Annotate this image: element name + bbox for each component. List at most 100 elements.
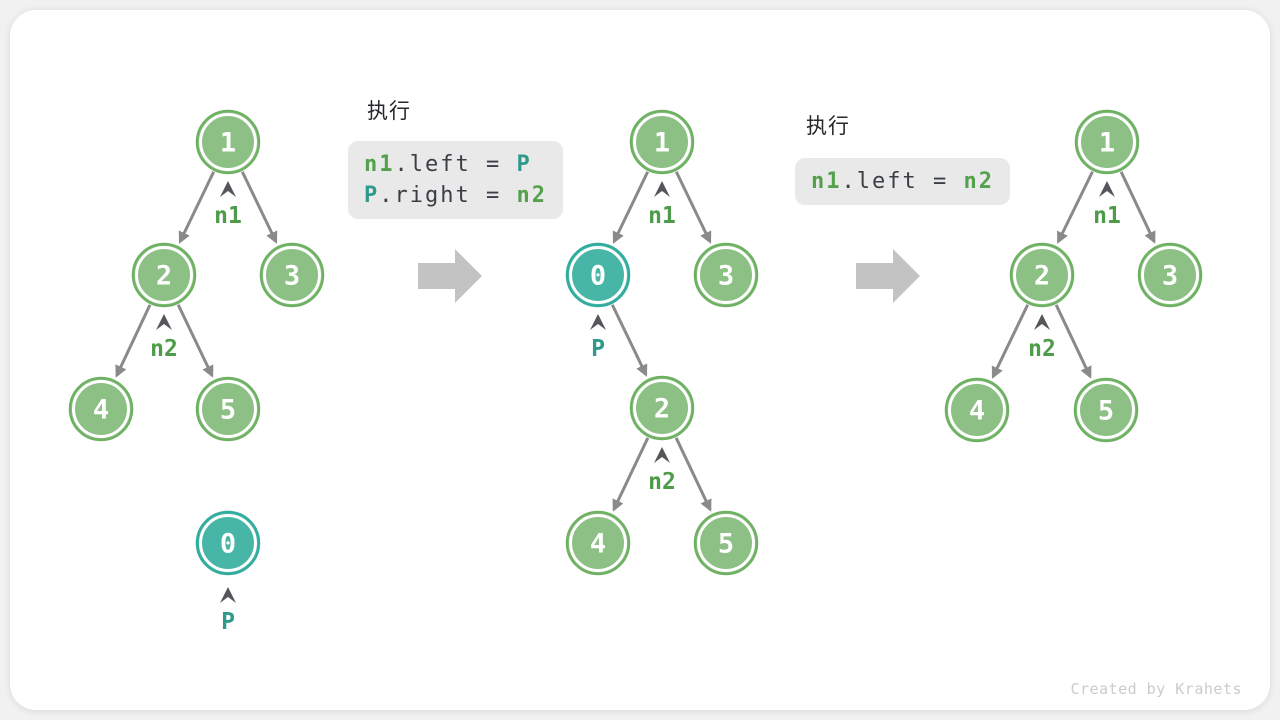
transition-arrow-icon xyxy=(418,249,482,303)
tree-node-1: 1 xyxy=(629,109,695,175)
code-token: n2 xyxy=(516,183,547,208)
node-inner-ring xyxy=(948,381,1006,439)
tree-node-1: 1 xyxy=(195,109,261,175)
node-inner-ring xyxy=(135,246,193,304)
node-inner-ring xyxy=(199,113,257,171)
node-value: 3 xyxy=(1162,261,1178,292)
pointer-caret-icon xyxy=(156,314,172,330)
tree-node-5: 5 xyxy=(1073,377,1139,443)
tree-node-4: 4 xyxy=(565,510,631,576)
node-inner-ring xyxy=(1078,113,1136,171)
node-circle xyxy=(565,242,631,308)
tree-node-0: 0 xyxy=(195,510,261,576)
node-value: 1 xyxy=(654,128,670,159)
tree-node-3: 3 xyxy=(259,242,325,308)
tree-edge xyxy=(991,304,1030,379)
node-circle xyxy=(1009,242,1075,308)
node-inner-ring xyxy=(72,380,130,438)
pointer-caret-icon xyxy=(220,587,236,603)
node-inner-ring xyxy=(697,246,755,304)
tree-node-3: 3 xyxy=(1137,242,1203,308)
tree-node-1: 1 xyxy=(1074,109,1140,175)
pointer-caret-icon xyxy=(654,447,670,463)
code-token: n2 xyxy=(963,169,994,194)
node-value: 4 xyxy=(93,395,109,426)
node-value: 2 xyxy=(156,261,172,292)
node-inner-ring xyxy=(1013,246,1071,304)
tree-edge xyxy=(612,171,650,244)
code-token: n1 xyxy=(364,152,395,177)
code-token: P xyxy=(364,183,380,208)
node-value: 2 xyxy=(1034,261,1050,292)
tree-before: n1 n2P 1 2 3 4 5 0 xyxy=(68,109,325,635)
node-circle xyxy=(629,109,695,175)
code-box: n1.left = n2 xyxy=(795,158,1010,205)
node-circle xyxy=(944,377,1010,443)
transition-arrow-icon xyxy=(856,249,920,303)
tree-edge xyxy=(1056,170,1094,244)
node-value: 4 xyxy=(969,396,985,427)
node-circle xyxy=(629,375,695,441)
tree-edge xyxy=(674,437,712,512)
node-inner-ring xyxy=(1141,246,1199,304)
tree-edge xyxy=(1054,304,1092,379)
node-inner-ring xyxy=(633,113,691,171)
tree-edge xyxy=(612,437,650,512)
pointer-label-n1: n1 xyxy=(214,203,242,229)
tree-node-2: 2 xyxy=(1009,242,1075,308)
node-inner-ring xyxy=(199,514,257,572)
tree-node-4: 4 xyxy=(68,376,134,442)
pointer-label-P: P xyxy=(221,609,235,635)
pointer-label-n1: n1 xyxy=(1093,203,1121,229)
node-value: 2 xyxy=(654,394,670,425)
tree-node-2: 2 xyxy=(629,375,695,441)
node-value: 5 xyxy=(220,395,236,426)
node-value: 5 xyxy=(718,529,734,560)
tree-node-2: 2 xyxy=(131,242,197,308)
node-circle xyxy=(68,376,134,442)
pointer-caret-icon xyxy=(1034,314,1050,330)
code-line: n1.left = n2 xyxy=(811,166,994,197)
tree-node-4: 4 xyxy=(944,377,1010,443)
node-circle xyxy=(1073,377,1139,443)
tree-after: n1 n2 1 2 3 4 5 xyxy=(944,109,1203,443)
node-value: 3 xyxy=(284,261,300,292)
node-inner-ring xyxy=(569,514,627,572)
tree-node-0: 0 xyxy=(565,242,631,308)
tree-edge xyxy=(1119,171,1156,244)
tree-node-5: 5 xyxy=(693,510,759,576)
tree-edge xyxy=(178,171,216,244)
node-value: 0 xyxy=(220,529,236,560)
code-token: n1 xyxy=(811,169,842,194)
pointer-caret-icon xyxy=(220,181,236,197)
code-token: P xyxy=(516,152,532,177)
tree-edge xyxy=(674,171,712,244)
code-token: .right = xyxy=(379,183,517,208)
tree-edge xyxy=(115,304,152,378)
tree-edge xyxy=(176,304,214,378)
node-circle xyxy=(195,376,261,442)
exec-heading: 执行 xyxy=(806,114,850,138)
pointer-label-n2: n2 xyxy=(648,469,676,495)
node-circle xyxy=(195,109,261,175)
node-value: 1 xyxy=(220,128,236,159)
node-value: 1 xyxy=(1099,128,1115,159)
tree-node-3: 3 xyxy=(693,242,759,308)
pointer-label-n2: n2 xyxy=(1028,336,1056,362)
node-circle xyxy=(131,242,197,308)
code-token: .left = xyxy=(394,152,517,177)
pointer-label-n2: n2 xyxy=(150,336,178,362)
pointer-caret-icon xyxy=(590,314,606,330)
node-inner-ring xyxy=(569,246,627,304)
code-token: .left = xyxy=(841,169,964,194)
node-value: 4 xyxy=(590,529,606,560)
pointer-label-P: P xyxy=(591,336,605,362)
node-inner-ring xyxy=(1077,381,1135,439)
pointer-caret-icon xyxy=(654,181,670,197)
tree-edge xyxy=(240,171,278,244)
node-circle xyxy=(693,510,759,576)
code-line: P.right = n2 xyxy=(364,180,547,211)
